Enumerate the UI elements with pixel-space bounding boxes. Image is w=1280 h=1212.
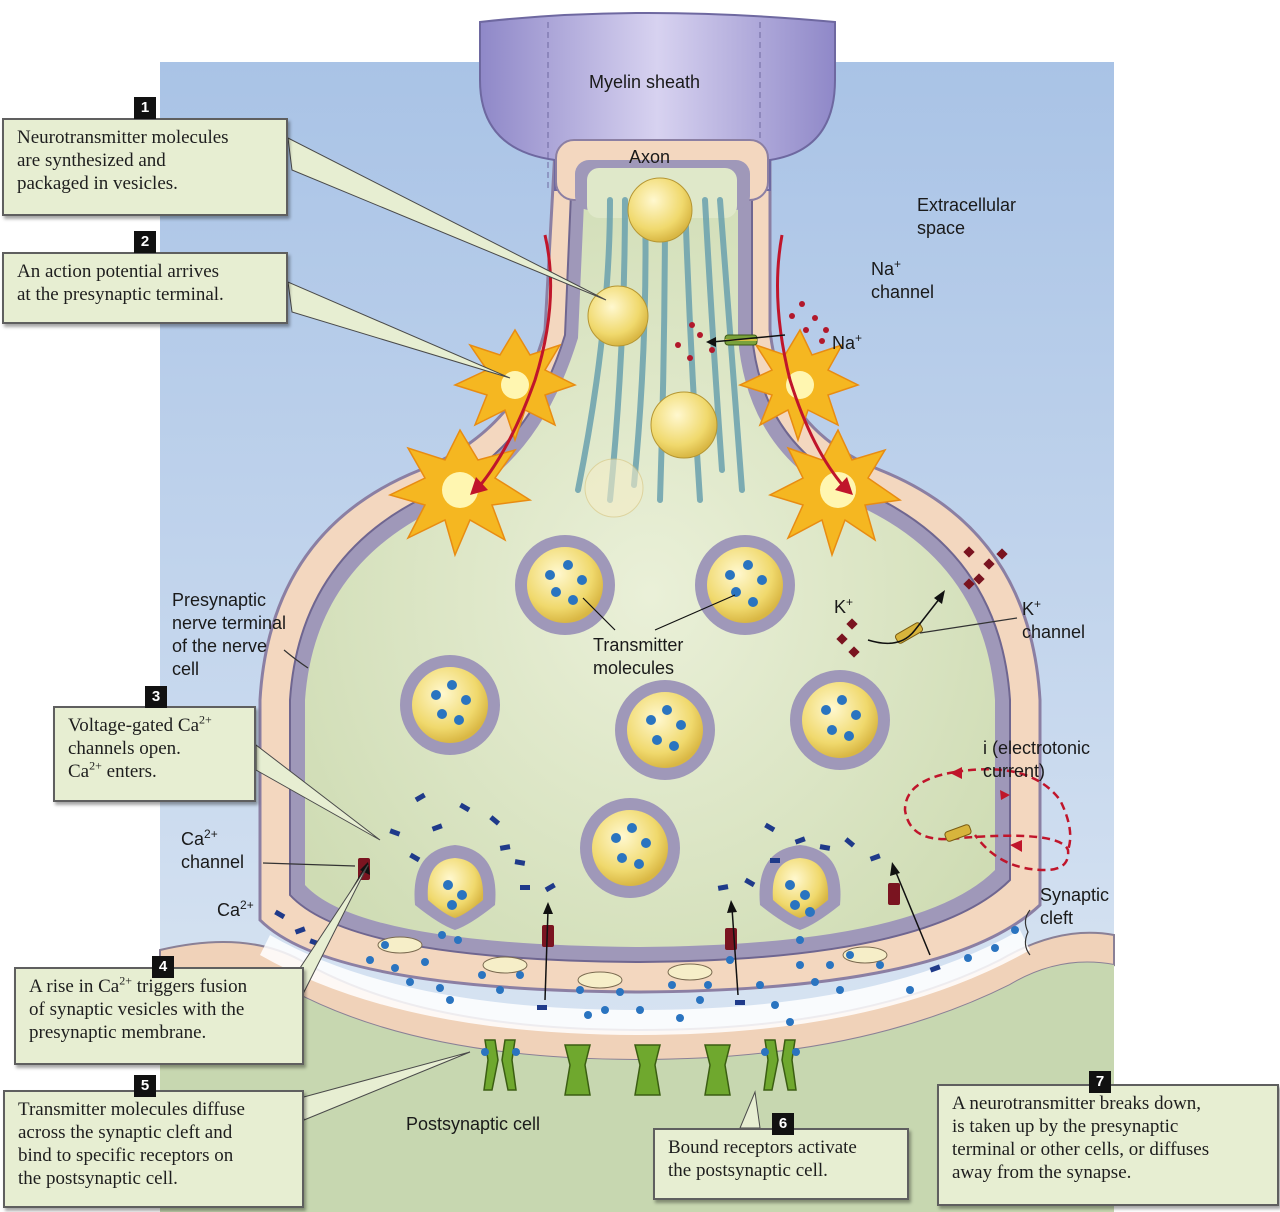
label-na-channel-word: channel xyxy=(871,282,935,302)
label-k-channel-base: K xyxy=(1022,599,1035,619)
step-1-text: Neurotransmitter molecules are synthesiz… xyxy=(17,127,229,194)
label-ca-ion: Ca2+ xyxy=(217,899,254,922)
synaptic-vesicle xyxy=(515,535,615,635)
label-presynaptic-terminal: Presynaptic nerve terminal of the nerve … xyxy=(172,590,287,679)
synaptic-cleft xyxy=(260,930,1030,1035)
fusing-vesicle xyxy=(414,845,496,930)
label-k-channel-word: channel xyxy=(1022,622,1086,642)
label-synaptic-cleft: Synaptic cleft xyxy=(1040,885,1110,928)
step-box-1: Neurotransmitter molecules are synthesiz… xyxy=(2,118,288,216)
step-3-line3: Ca xyxy=(68,761,90,782)
synaptic-vesicle xyxy=(400,655,500,755)
transmitter-molecules xyxy=(431,560,861,869)
leader-step-1 xyxy=(287,137,607,301)
step-number-1: 1 xyxy=(134,97,156,119)
docked-vesicles xyxy=(377,936,888,989)
step-box-5: Transmitter molecules diffuse across the… xyxy=(3,1090,304,1208)
step-3-line1: Voltage-gated Ca xyxy=(68,715,200,736)
step-number-3: 3 xyxy=(145,686,167,708)
step-number-6: 6 xyxy=(772,1113,794,1135)
step-box-6: Bound receptors activate the postsynapti… xyxy=(653,1128,909,1200)
step-3-line3-post: enters. xyxy=(101,761,157,782)
step-box-7: A neurotransmitter breaks down, is taken… xyxy=(937,1084,1279,1206)
ca-ions xyxy=(274,792,941,1010)
synaptic-vesicle xyxy=(695,535,795,635)
step-3-line1-sup: 2+ xyxy=(199,712,212,727)
axon-vesicle xyxy=(650,391,718,459)
axon-vesicle xyxy=(627,177,693,243)
step-box-4: A rise in Ca2+ triggers fusion of synapt… xyxy=(14,967,304,1065)
label-na-ion: Na+ xyxy=(832,332,862,355)
step-4-line1-sup: 2+ xyxy=(119,973,133,988)
electrotonic-current-loop xyxy=(903,770,1070,872)
k-ions xyxy=(836,546,1008,658)
label-transmitter-molecules: Transmitter molecules xyxy=(593,635,684,678)
cleft-molecules xyxy=(366,926,1019,1026)
label-k-channel-sup: + xyxy=(1034,597,1042,611)
label-axon: Axon xyxy=(629,147,671,167)
step-5-text: Transmitter molecules diffuse across the… xyxy=(18,1099,245,1189)
step-number-4: 4 xyxy=(152,956,174,978)
label-na-channel-base: Na xyxy=(871,259,895,279)
step-4-rest: of synaptic vesicles with the presynapti… xyxy=(29,999,245,1043)
leader-step-3 xyxy=(255,743,381,841)
label-myelin-sheath: Myelin sheath xyxy=(589,72,701,92)
label-ca-channel-base: Ca xyxy=(181,829,205,849)
axon-vesicle xyxy=(587,285,649,347)
na-ions xyxy=(675,301,829,361)
step-number-5: 5 xyxy=(134,1075,156,1097)
step-box-2: An action potential arrives at the presy… xyxy=(2,252,288,324)
label-na-ion-base: Na xyxy=(832,333,856,353)
step-3-line3-sup: 2+ xyxy=(89,758,102,773)
synaptic-vesicle xyxy=(580,798,680,898)
synaptic-vesicle xyxy=(790,670,890,770)
step-6-text: Bound receptors activate the postsynapti… xyxy=(668,1137,857,1181)
synaptic-vesicle xyxy=(615,680,715,780)
label-k-channel: K+ channel xyxy=(1022,598,1085,644)
label-na-channel: Na+ channel xyxy=(871,258,934,304)
step-7-text: A neurotransmitter breaks down, is taken… xyxy=(952,1093,1210,1183)
fusing-vesicle xyxy=(759,845,841,930)
step-box-3: Voltage-gated Ca2+ channels open. Ca2+ e… xyxy=(53,706,256,802)
synaptic-vesicles xyxy=(400,535,890,898)
label-extracellular-space: Extracellular space xyxy=(917,195,1017,238)
step-2-text: An action potential arrives at the presy… xyxy=(17,261,224,305)
label-ca-channel-word: channel xyxy=(181,852,245,872)
label-k-ion: K+ xyxy=(834,596,853,619)
label-ca-ion-base: Ca xyxy=(217,900,241,920)
label-na-channel-sup: + xyxy=(894,257,902,271)
label-na-ion-sup: + xyxy=(855,331,863,345)
label-ca-channel: Ca2+ channel xyxy=(181,828,244,874)
label-ca-channel-sup: 2+ xyxy=(204,827,218,841)
label-ca-ion-sup: 2+ xyxy=(240,898,254,912)
label-electrotonic-current: i (electrotonic current) xyxy=(983,738,1091,781)
step-4-line1-post: triggers fusion xyxy=(132,976,248,997)
label-k-ion-sup: + xyxy=(846,595,854,609)
step-number-7: 7 xyxy=(1089,1071,1111,1093)
label-k-ion-base: K xyxy=(834,597,847,617)
leader-step-2 xyxy=(287,281,511,379)
step-3-line2: channels open. xyxy=(68,738,181,759)
label-postsynaptic-cell: Postsynaptic cell xyxy=(406,1114,541,1134)
step-number-2: 2 xyxy=(134,231,156,253)
step-4-line1: A rise in Ca xyxy=(29,976,120,997)
axon-vesicle-faded xyxy=(584,458,644,518)
